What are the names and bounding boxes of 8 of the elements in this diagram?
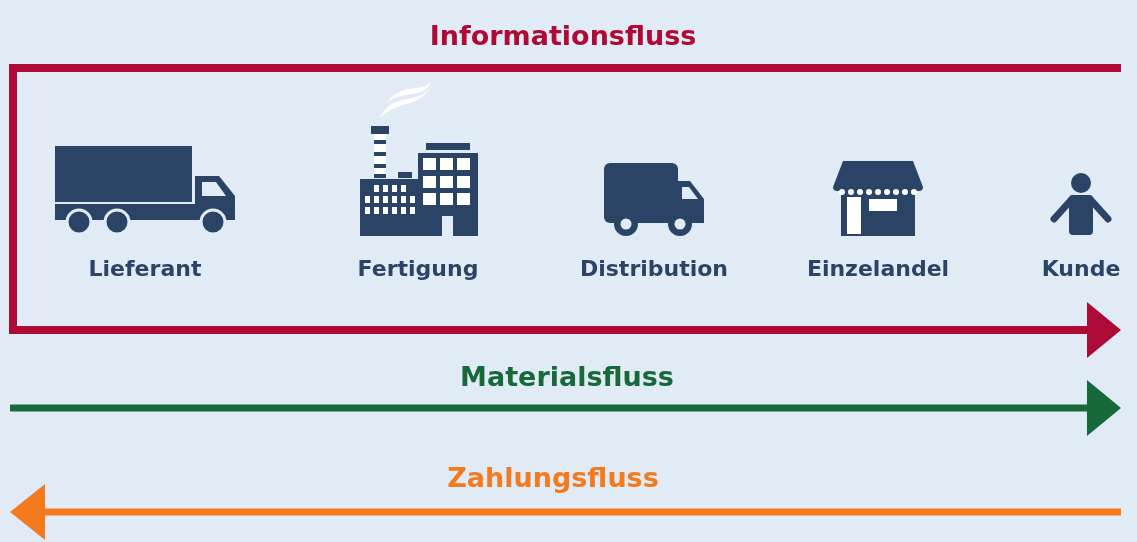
flow-title: Zahlungsfluss <box>447 462 659 494</box>
stage-label: Einzelandel <box>806 256 950 282</box>
stage-label: Distribution <box>579 256 729 282</box>
stage-label: Lieferant <box>88 256 202 282</box>
stage-label: Kunde <box>1041 256 1121 282</box>
flow-title: Materialsfluss <box>460 361 674 393</box>
stage-label: Fertigung <box>357 256 479 282</box>
flow-title: Informationsfluss <box>429 20 697 52</box>
